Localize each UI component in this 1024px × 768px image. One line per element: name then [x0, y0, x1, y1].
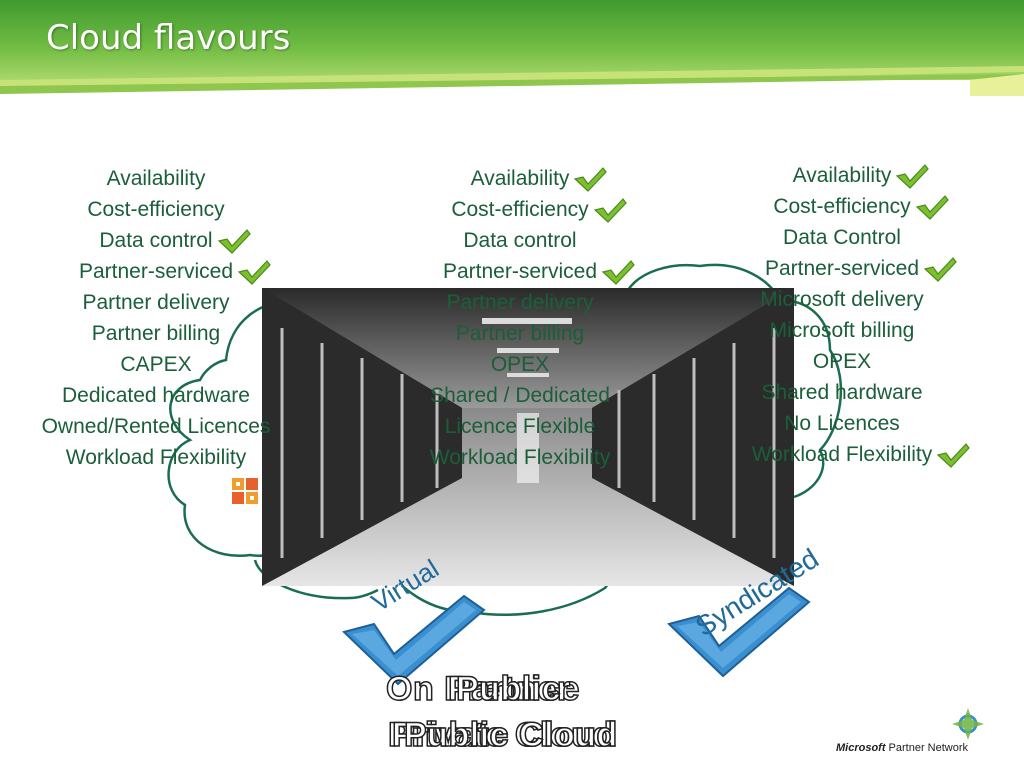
datacenter-photo [262, 288, 794, 586]
big-check-icon [667, 586, 811, 678]
list-item: Workload Flexibility [65, 446, 247, 469]
partner-network-logo-icon [952, 708, 984, 740]
list-item: Workload Flexibility [751, 443, 933, 466]
list-item: Data control [463, 229, 577, 252]
list-item: Partner delivery [446, 291, 594, 314]
cloud-right [626, 263, 843, 499]
list-item: Microsoft delivery [760, 288, 924, 311]
brand-rest: Partner Network [885, 742, 969, 754]
overlap-subtitle-private-1: Private Cloud [387, 715, 614, 755]
list-item: Partner billing [91, 322, 221, 345]
page-title: Cloud flavours [46, 18, 291, 58]
list-item: Availability [792, 164, 892, 187]
list-item: Data Control [783, 226, 901, 249]
list-item: Data control [99, 229, 213, 252]
brand-footer: Microsoft Partner Network [836, 742, 968, 754]
list-item: Partner-serviced [764, 257, 920, 280]
check-icon [937, 443, 971, 468]
list-item: Licence Flexible [444, 415, 596, 438]
check-icon [915, 195, 949, 220]
overlap-title-partner: Partner [447, 669, 571, 709]
header-banner [0, 0, 1024, 96]
on-premise-list: Availability Cost-efficiency Data contro… [10, 163, 302, 473]
list-item: Workload Flexibility [429, 446, 611, 469]
overlap-subtitle-public: Public Cloud [403, 715, 618, 755]
check-icon [574, 167, 608, 192]
office-logo-icon [232, 478, 258, 504]
partner-list: Availability Cost-efficiency Data contro… [395, 163, 645, 473]
overlap-title-on-premise: On Premise [385, 669, 580, 709]
list-item: Availability [470, 167, 570, 190]
list-item: Partner-serviced [78, 260, 234, 283]
list-item: OPEX [490, 353, 550, 376]
brand-bold: Microsoft [836, 742, 886, 754]
list-item: Cost-efficiency [451, 198, 589, 221]
check-icon [237, 260, 271, 285]
overlap-title-public: Public [455, 669, 562, 709]
list-item: Microsoft billing [769, 319, 915, 342]
list-item: Partner billing [455, 322, 585, 345]
list-item: Owned/Rented Licences [41, 415, 271, 438]
check-icon [896, 164, 930, 189]
big-check-icon [342, 594, 486, 686]
list-item: No Licences [784, 412, 900, 435]
public-list: Availability Cost-efficiency Data Contro… [722, 160, 962, 470]
list-item: Availability [106, 167, 206, 190]
check-icon [601, 260, 635, 285]
list-item: Shared / Dedicated [430, 384, 610, 407]
list-item: Cost-efficiency [773, 195, 911, 218]
check-icon [217, 229, 251, 254]
overlap-subtitle-private-2: Private Cloud [391, 715, 618, 755]
list-item: Cost-efficiency [87, 198, 225, 221]
check-icon [923, 257, 957, 282]
slide-header [0, 0, 1024, 96]
list-item: Shared hardware [761, 381, 923, 404]
list-item: OPEX [812, 350, 872, 373]
list-item: Dedicated hardware [62, 384, 250, 407]
list-item: CAPEX [120, 353, 192, 376]
list-item: Partner-serviced [442, 260, 598, 283]
check-icon [593, 198, 627, 223]
list-item: Partner delivery [82, 291, 230, 314]
